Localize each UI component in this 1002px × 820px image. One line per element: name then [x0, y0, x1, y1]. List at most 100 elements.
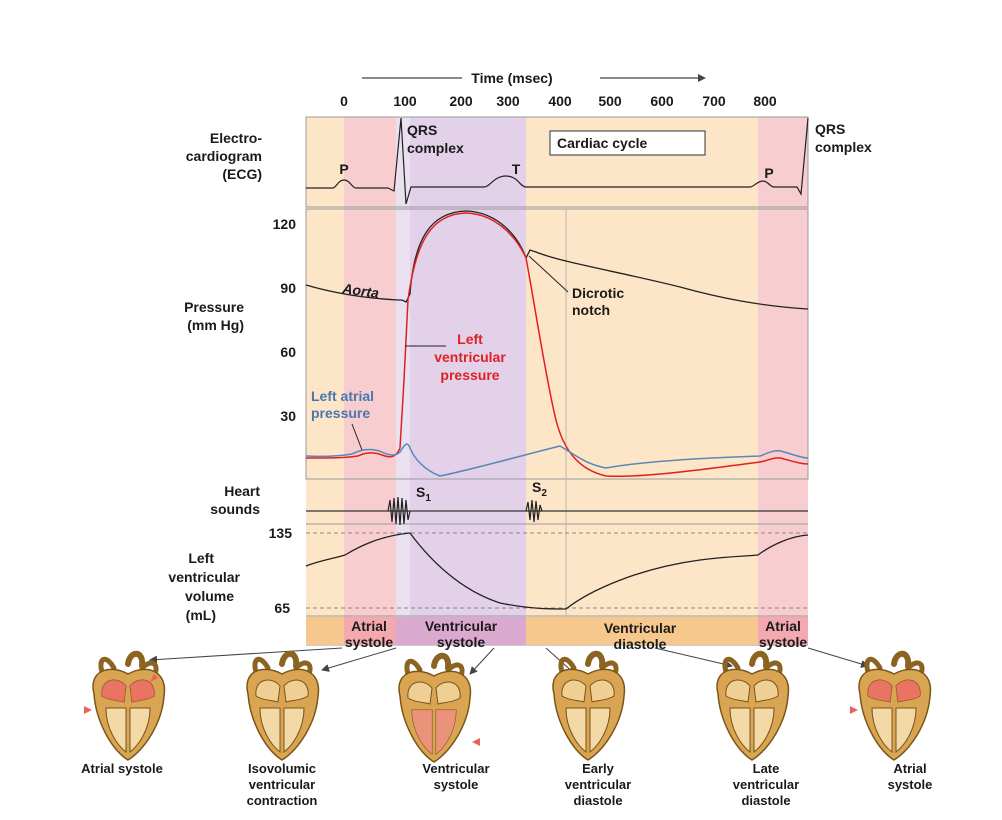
ecg-trace — [306, 117, 809, 205]
caption-late-diastole-line3: diastole — [741, 793, 790, 808]
arrow-to-heart-1 — [149, 647, 343, 664]
caption-atrial-systole-2-line2: systole — [888, 777, 933, 792]
lvp-label-line1: Left — [457, 331, 483, 347]
time-tick-300: 300 — [496, 93, 520, 109]
lap-label-line1: Left atrial — [311, 388, 374, 404]
caption-early-diastole-line3: diastole — [573, 793, 622, 808]
heart-atrial-systole-2 — [850, 654, 930, 760]
phase-bands — [306, 117, 808, 645]
ecg-panel: Electro- cardiogram (ECG) P T P QRS comp… — [186, 117, 872, 205]
phase-atrial-systole-2-line2: systole — [759, 634, 807, 650]
ecg-p-wave-label-2: P — [764, 165, 773, 181]
phase-bar-atrial-systole — [344, 617, 396, 645]
arrow-to-heart-6 — [807, 647, 869, 668]
qrs-label-line2: complex — [407, 140, 464, 156]
caption-early-diastole-line2: ventricular — [565, 777, 631, 792]
phase-ventricular-diastole-line1: Ventricular — [604, 620, 677, 636]
time-arrow-head — [698, 74, 706, 82]
phase-bar-ventricular-systole — [396, 617, 526, 645]
band-atrial-systole — [344, 117, 396, 645]
phase-ventricular-diastole-line2: diastole — [614, 636, 667, 652]
phase-atrial-systole-line1: Atrial — [351, 618, 387, 634]
phase-bar-atrial-systole-2 — [758, 617, 808, 645]
cardiac-cycle-box — [549, 130, 706, 156]
ecg-label-line3: (ECG) — [222, 166, 262, 182]
aortic-pressure-line — [305, 210, 809, 310]
heart-late-diastole — [717, 654, 788, 760]
volume-label-line3: volume — [185, 588, 234, 604]
pressure-tick-90: 90 — [280, 280, 296, 296]
dicrotic-pointer-line — [528, 255, 569, 293]
heart-ventricular-systole — [399, 656, 480, 762]
caption-isovolumic-line1: Isovolumic — [248, 761, 316, 776]
volume-tick-65: 65 — [274, 600, 290, 616]
ecg-t-wave-label: T — [512, 161, 521, 177]
ecg-p-wave-label: P — [339, 161, 348, 177]
s2-label: S2 — [532, 479, 547, 499]
time-tick-500: 500 — [598, 93, 622, 109]
caption-early-diastole-line1: Early — [582, 761, 615, 776]
arrow-to-heart-3 — [469, 647, 495, 675]
time-axis: Time (msec) 0 100 200 300 400 500 600 70… — [340, 70, 777, 109]
pressure-tick-60: 60 — [280, 344, 296, 360]
qrs-label-line1: QRS — [407, 122, 437, 138]
heart-sounds-panel: Heart sounds S1 S2 — [210, 479, 808, 526]
cardiac-cycle-label: Cardiac cycle — [557, 135, 647, 151]
qrs-label-2-line2: complex — [815, 139, 872, 155]
pressure-label-line2: (mm Hg) — [187, 317, 244, 333]
heart-early-diastole — [553, 654, 624, 760]
dicrotic-label-line1: Dicrotic — [572, 285, 624, 301]
aorta-label: Aorta — [341, 280, 381, 301]
time-tick-0: 0 — [340, 93, 348, 109]
pressure-panel: Pressure (mm Hg) 120 90 60 30 Aorta Left… — [184, 210, 809, 478]
caption-atrial-systole-2-line1: Atrial — [893, 761, 926, 776]
heart-sounds-label-line2: sounds — [210, 501, 260, 517]
pressure-tick-30: 30 — [280, 408, 296, 424]
caption-atrial-systole: Atrial systole — [81, 761, 163, 776]
band-diastole-left — [306, 117, 344, 645]
pointer-arrows — [149, 647, 869, 675]
s1-sound-burst — [387, 496, 411, 526]
dicrotic-label-line2: notch — [572, 302, 610, 318]
phase-bar-ventricular-diastole — [526, 617, 758, 645]
volume-panel: Left ventricular volume (mL) 135 65 — [168, 525, 809, 623]
volume-label-line2: ventricular — [168, 569, 240, 585]
pressure-tick-120: 120 — [273, 216, 297, 232]
arrow-to-heart-2 — [321, 647, 397, 672]
heart-atrial-systole — [84, 654, 164, 760]
pressure-label-line1: Pressure — [184, 299, 244, 315]
time-tick-700: 700 — [702, 93, 726, 109]
lap-label-line2: pressure — [311, 405, 370, 421]
volume-label-line1: Left — [188, 550, 214, 566]
band-ventricular-diastole — [526, 117, 758, 645]
left-ventricular-pressure-line — [305, 212, 809, 478]
volume-tick-135: 135 — [269, 525, 293, 541]
caption-late-diastole-line2: ventricular — [733, 777, 799, 792]
caption-ventricular-systole-line1: Ventricular — [422, 761, 489, 776]
lvp-label-line3: pressure — [440, 367, 499, 383]
time-tick-100: 100 — [393, 93, 417, 109]
phase-bar-diastole-left — [306, 617, 344, 645]
caption-ventricular-systole-line2: systole — [434, 777, 479, 792]
time-axis-title: Time (msec) — [471, 70, 552, 86]
arrow-to-heart-5 — [654, 647, 733, 669]
phase-ventricular-systole-line1: Ventricular — [425, 618, 498, 634]
lvp-label-line2: ventricular — [434, 349, 506, 365]
ecg-label-line2: cardiogram — [186, 148, 262, 164]
volume-label-line4: (mL) — [186, 607, 216, 623]
qrs-label-2-line1: QRS — [815, 121, 845, 137]
heart-sounds-label-line1: Heart — [224, 483, 260, 499]
s1-label: S1 — [416, 484, 431, 504]
heart-captions: Atrial systole Isovolumic ventricular co… — [81, 761, 932, 808]
band-atrial-systole-2 — [758, 117, 808, 645]
phase-atrial-systole-2-line1: Atrial — [765, 618, 801, 634]
left-atrial-pressure-line — [305, 443, 809, 477]
heart-isovolumic-contraction — [247, 654, 318, 760]
phase-ventricular-systole-line2: systole — [437, 634, 485, 650]
caption-late-diastole-line1: Late — [753, 761, 780, 776]
caption-isovolumic-line3: contraction — [247, 793, 318, 808]
time-tick-800: 800 — [753, 93, 777, 109]
phase-atrial-systole-line2: systole — [345, 634, 393, 650]
time-tick-400: 400 — [548, 93, 572, 109]
